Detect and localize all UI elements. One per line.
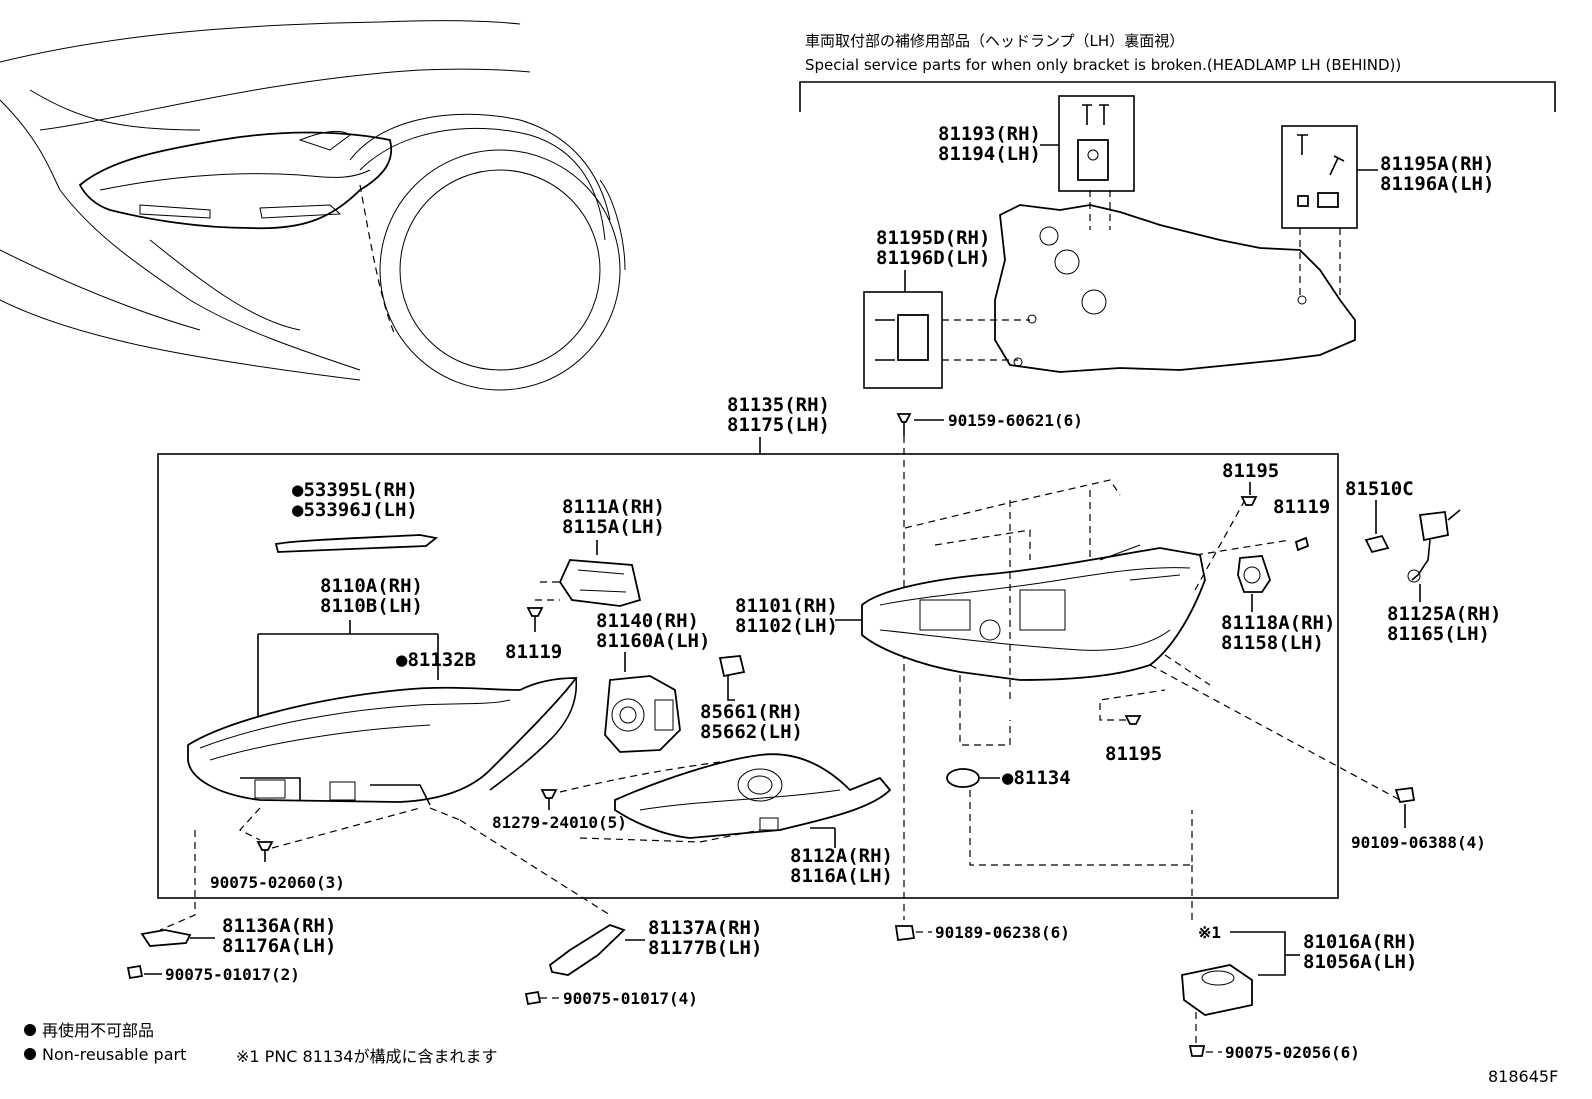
label-90109: 90109-06388(4) — [1351, 833, 1486, 852]
label-81132B: ●81132B — [396, 649, 476, 671]
molding-53395L — [274, 534, 439, 553]
label-81136A: 81136A(RH) — [222, 915, 336, 937]
label-81119-right: 81119 — [1273, 496, 1330, 518]
header-jp: 車両取付部の補修用部品（ヘッドランプ（LH）裏面視） — [805, 32, 1184, 50]
screw-81119-left — [526, 607, 544, 632]
label-81125A: 81125A(RH) — [1387, 603, 1501, 625]
label-81175: 81175(LH) — [727, 414, 830, 436]
label-81140: 81140(RH) — [596, 610, 699, 632]
screw-81195-upper — [1240, 496, 1258, 506]
label-81101: 81101(RH) — [735, 595, 838, 617]
legend-jp: 再使用不可部品 — [42, 1021, 154, 1040]
figure-id: 818645F — [1488, 1067, 1558, 1086]
label-90075-01017-left: 90075-01017(2) — [165, 965, 300, 984]
label-81118A: 81118A(RH) — [1221, 612, 1335, 634]
bracket-81195A-box — [1281, 125, 1358, 229]
header-en: Special service parts for when only brac… — [805, 56, 1401, 74]
vehicle-front-sketch — [0, 20, 626, 391]
label-53395L: ●53395L(RH) — [292, 479, 418, 501]
label-81195-lower: 81195 — [1105, 743, 1162, 765]
label-81193: 81193(RH) — [938, 123, 1041, 145]
label-90075-01017-right: 90075-01017(4) — [563, 989, 698, 1008]
legend-en: Non-reusable part — [42, 1045, 186, 1064]
label-81510C: 81510C — [1345, 478, 1414, 500]
screw-81279 — [540, 789, 558, 810]
label-8111A: 8111A(RH) — [562, 496, 665, 518]
label-81135: 81135(RH) — [727, 394, 830, 416]
label-81119-left: 81119 — [505, 641, 562, 663]
label-81196A: 81196A(LH) — [1380, 173, 1494, 195]
screw-90159 — [896, 413, 912, 436]
label-81195D: 81195D(RH) — [876, 227, 990, 249]
assembly-frame — [157, 453, 1339, 899]
housing-81101 — [861, 544, 1206, 681]
bracket-81137A — [548, 924, 626, 976]
label-81176A: 81176A(LH) — [222, 935, 336, 957]
bracket-81193-part — [1077, 104, 1109, 181]
screw-81195-lower — [1124, 715, 1142, 725]
label-81158: 81158(LH) — [1221, 632, 1324, 654]
projector-81140 — [604, 675, 681, 753]
label-81195A: 81195A(RH) — [1380, 153, 1494, 175]
gasket-81134 — [946, 768, 980, 788]
label-81165: 81165(LH) — [1387, 623, 1490, 645]
bracket-81193-box — [1058, 95, 1135, 192]
reflector-8112A — [614, 753, 892, 839]
label-53396J: ●53396J(LH) — [292, 499, 418, 521]
label-81195-upper: 81195 — [1222, 460, 1279, 482]
label-81194: 81194(LH) — [938, 143, 1041, 165]
label-90075-02056: 90075-02056(6) — [1225, 1043, 1360, 1062]
bulb-81510C — [1364, 534, 1390, 554]
legend-dot-icon — [24, 1048, 36, 1060]
lens-housing-8110A — [187, 677, 578, 806]
label-90075-02060: 90075-02060(3) — [210, 873, 345, 892]
label-81134: ●81134 — [1002, 767, 1071, 789]
label-85661: 85661(RH) — [700, 701, 803, 723]
label-81196D: 81196D(LH) — [876, 247, 990, 269]
special-parts-bracket — [799, 81, 1556, 112]
label-81279: 81279-24010(5) — [492, 813, 627, 832]
label-8110A: 8110A(RH) — [320, 575, 423, 597]
headlamp-back-view — [994, 204, 1356, 373]
screw-81119-right — [1294, 536, 1310, 552]
bracket-81136A — [140, 929, 192, 947]
bracket-81195D-box — [863, 291, 943, 389]
legend-dot-icon — [24, 1024, 36, 1036]
label-81177B: 81177B(LH) — [648, 937, 762, 959]
ballast-81016A — [1181, 964, 1253, 1016]
legend-note: ※1 PNC 81134が構成に含まれます — [236, 1047, 497, 1066]
bracket-81195A-part — [1297, 134, 1345, 208]
label-90189: 90189-06238(6) — [935, 923, 1070, 942]
label-81160A: 81160A(LH) — [596, 630, 710, 652]
label-81056A: 81056A(LH) — [1303, 951, 1417, 973]
bracket-81195D-part — [875, 314, 929, 361]
screw-90075-02060 — [256, 841, 274, 862]
screw-90075-01017-left — [126, 964, 144, 980]
socket-81118A — [1237, 555, 1271, 593]
label-85662: 85662(LH) — [700, 721, 803, 743]
label-90159: 90159-60621(6) — [948, 411, 1083, 430]
label-8116A: 8116A(LH) — [790, 865, 893, 887]
label-8110B: 8110B(LH) — [320, 595, 423, 617]
screw-90075-02056 — [1188, 1045, 1206, 1057]
label-note1: ※1 — [1198, 923, 1221, 942]
bracket-8111A — [558, 559, 642, 607]
nut-90189 — [894, 925, 916, 942]
label-81102: 81102(LH) — [735, 615, 838, 637]
label-8115A: 8115A(LH) — [562, 516, 665, 538]
screw-90075-01017-right — [524, 990, 542, 1006]
label-8112A: 8112A(RH) — [790, 845, 893, 867]
label-81137A: 81137A(RH) — [648, 917, 762, 939]
bulb-85661 — [718, 655, 746, 701]
label-81016A: 81016A(RH) — [1303, 931, 1417, 953]
socket-81125A — [1407, 509, 1461, 583]
screw-90109 — [1394, 786, 1416, 803]
